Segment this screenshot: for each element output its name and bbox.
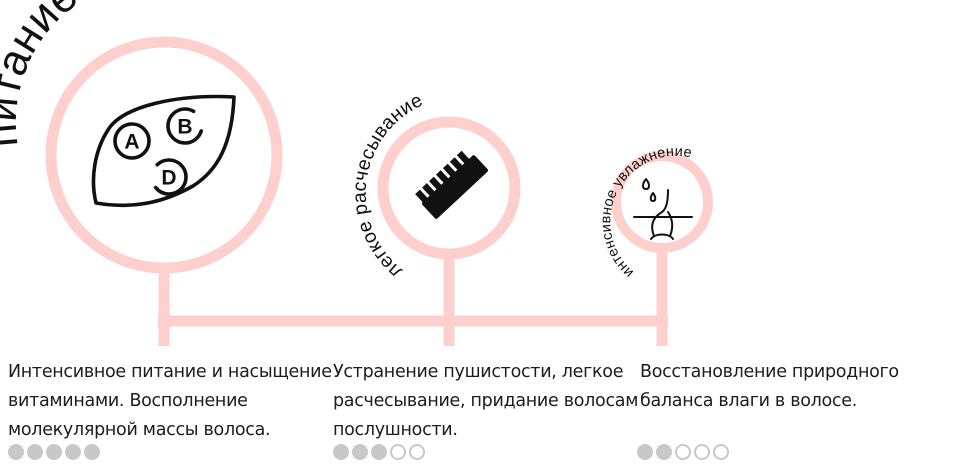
rating-dot-filled (84, 444, 100, 460)
rating-dots-moisture (637, 444, 729, 462)
vitamins-leaf-icon: A B D (91, 94, 236, 208)
rating-dot-empty (675, 444, 691, 460)
svg-text:питание: питание (0, 0, 87, 149)
vitamin-d-label: D (161, 167, 176, 190)
rating-dot-filled (656, 444, 672, 460)
vitamin-b-label: B (177, 116, 192, 139)
title-nutrition: питание (0, 0, 87, 149)
rating-dot-filled (637, 444, 653, 460)
rating-dot-filled (27, 444, 43, 460)
rating-dots-combing (333, 444, 425, 462)
benefit-circle-moisture (611, 151, 713, 253)
hair-moisture-icon (633, 178, 693, 240)
rating-dot-filled (8, 444, 24, 460)
rating-dot-filled (65, 444, 81, 460)
rating-dot-filled (352, 444, 368, 460)
rating-dot-filled (46, 444, 62, 460)
rating-dot-empty (409, 444, 425, 460)
description-moisture: Восстановление природного баланса влаги … (640, 362, 899, 411)
vitamin-a-label: A (124, 131, 139, 154)
description-combing: Устранение пушистости, легкое расчесыван… (333, 362, 639, 440)
rating-dot-empty (713, 444, 729, 460)
comb-icon (415, 150, 489, 219)
connector-lines (158, 247, 668, 346)
benefit-circle-combing (377, 116, 521, 260)
rating-dot-filled (333, 444, 349, 460)
rating-dot-filled (371, 444, 387, 460)
rating-dot-empty (390, 444, 406, 460)
rating-dots-nutrition (8, 444, 100, 462)
benefit-circle-nutrition (45, 36, 283, 274)
description-nutrition: Интенсивное питание и насыщение витамина… (8, 362, 332, 440)
rating-dot-empty (694, 444, 710, 460)
